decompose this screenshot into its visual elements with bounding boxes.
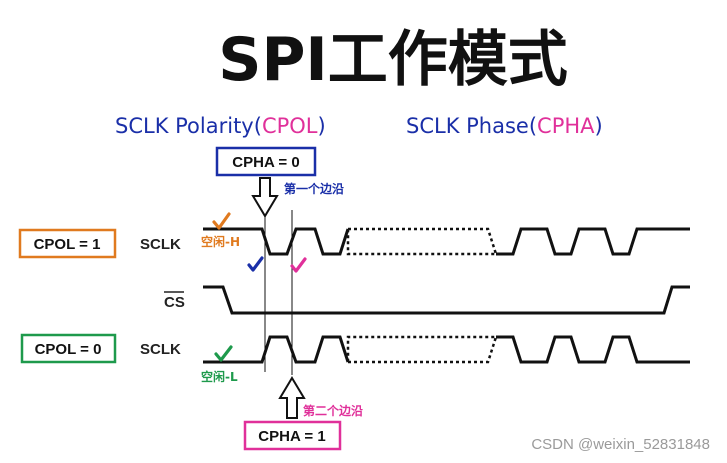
cpol1-label: CPOL = 1 xyxy=(34,236,101,253)
cpha1-box xyxy=(243,420,342,451)
idle-high-note: 空闲-H xyxy=(201,234,240,249)
second-edge-arrow xyxy=(278,376,306,419)
cpha0-box xyxy=(215,146,317,177)
sclk-top-label: SCLK xyxy=(140,236,181,253)
cpha1-label: CPHA = 1 xyxy=(258,428,325,445)
subtitle-phase-term: CPHA xyxy=(537,114,595,138)
subtitle-polarity: SCLK Polarity(CPOL) xyxy=(115,114,326,138)
sclk-cpol0-wave-gap xyxy=(346,335,498,364)
cpol0-box xyxy=(20,333,117,364)
subtitle-phase: SCLK Phase(CPHA) xyxy=(406,114,603,138)
watermark: CSDN @weixin_52831848 xyxy=(531,436,710,453)
diagram-title: SPI工作模式 xyxy=(218,25,568,95)
idle-high-check-icon xyxy=(212,212,231,230)
subtitle-polarity-prefix: SCLK Polarity( xyxy=(115,114,262,138)
sclk-cpol1-wave-gap xyxy=(346,227,498,256)
second-edge-check-icon xyxy=(290,257,307,273)
subtitle-polarity-suffix: ) xyxy=(318,114,326,138)
subtitle-polarity-term: CPOL xyxy=(262,114,318,138)
subtitle-phase-suffix: ) xyxy=(595,114,603,138)
cs-label: CS xyxy=(164,294,185,311)
first-edge-arrow xyxy=(251,177,279,218)
first-edge-check-icon xyxy=(247,256,264,272)
idle-low-check-icon xyxy=(214,345,233,362)
sclk-bottom-label: SCLK xyxy=(140,341,181,358)
cpha0-label: CPHA = 0 xyxy=(232,154,299,171)
cs-wave xyxy=(203,285,690,315)
sclk-cpol1-wave-end xyxy=(496,227,690,256)
subtitle-phase-prefix: SCLK Phase( xyxy=(406,114,537,138)
cpol0-label: CPOL = 0 xyxy=(35,341,102,358)
sclk-cpol1-wave-start xyxy=(203,227,350,256)
cpol1-box xyxy=(18,228,117,259)
sclk-cpol0-wave-start xyxy=(203,335,350,364)
sclk-cpol0-wave-end xyxy=(496,335,690,364)
first-edge-note: 第一个边沿 xyxy=(284,181,344,196)
idle-low-note: 空闲-L xyxy=(201,369,238,384)
second-edge-note: 第二个边沿 xyxy=(303,403,363,418)
